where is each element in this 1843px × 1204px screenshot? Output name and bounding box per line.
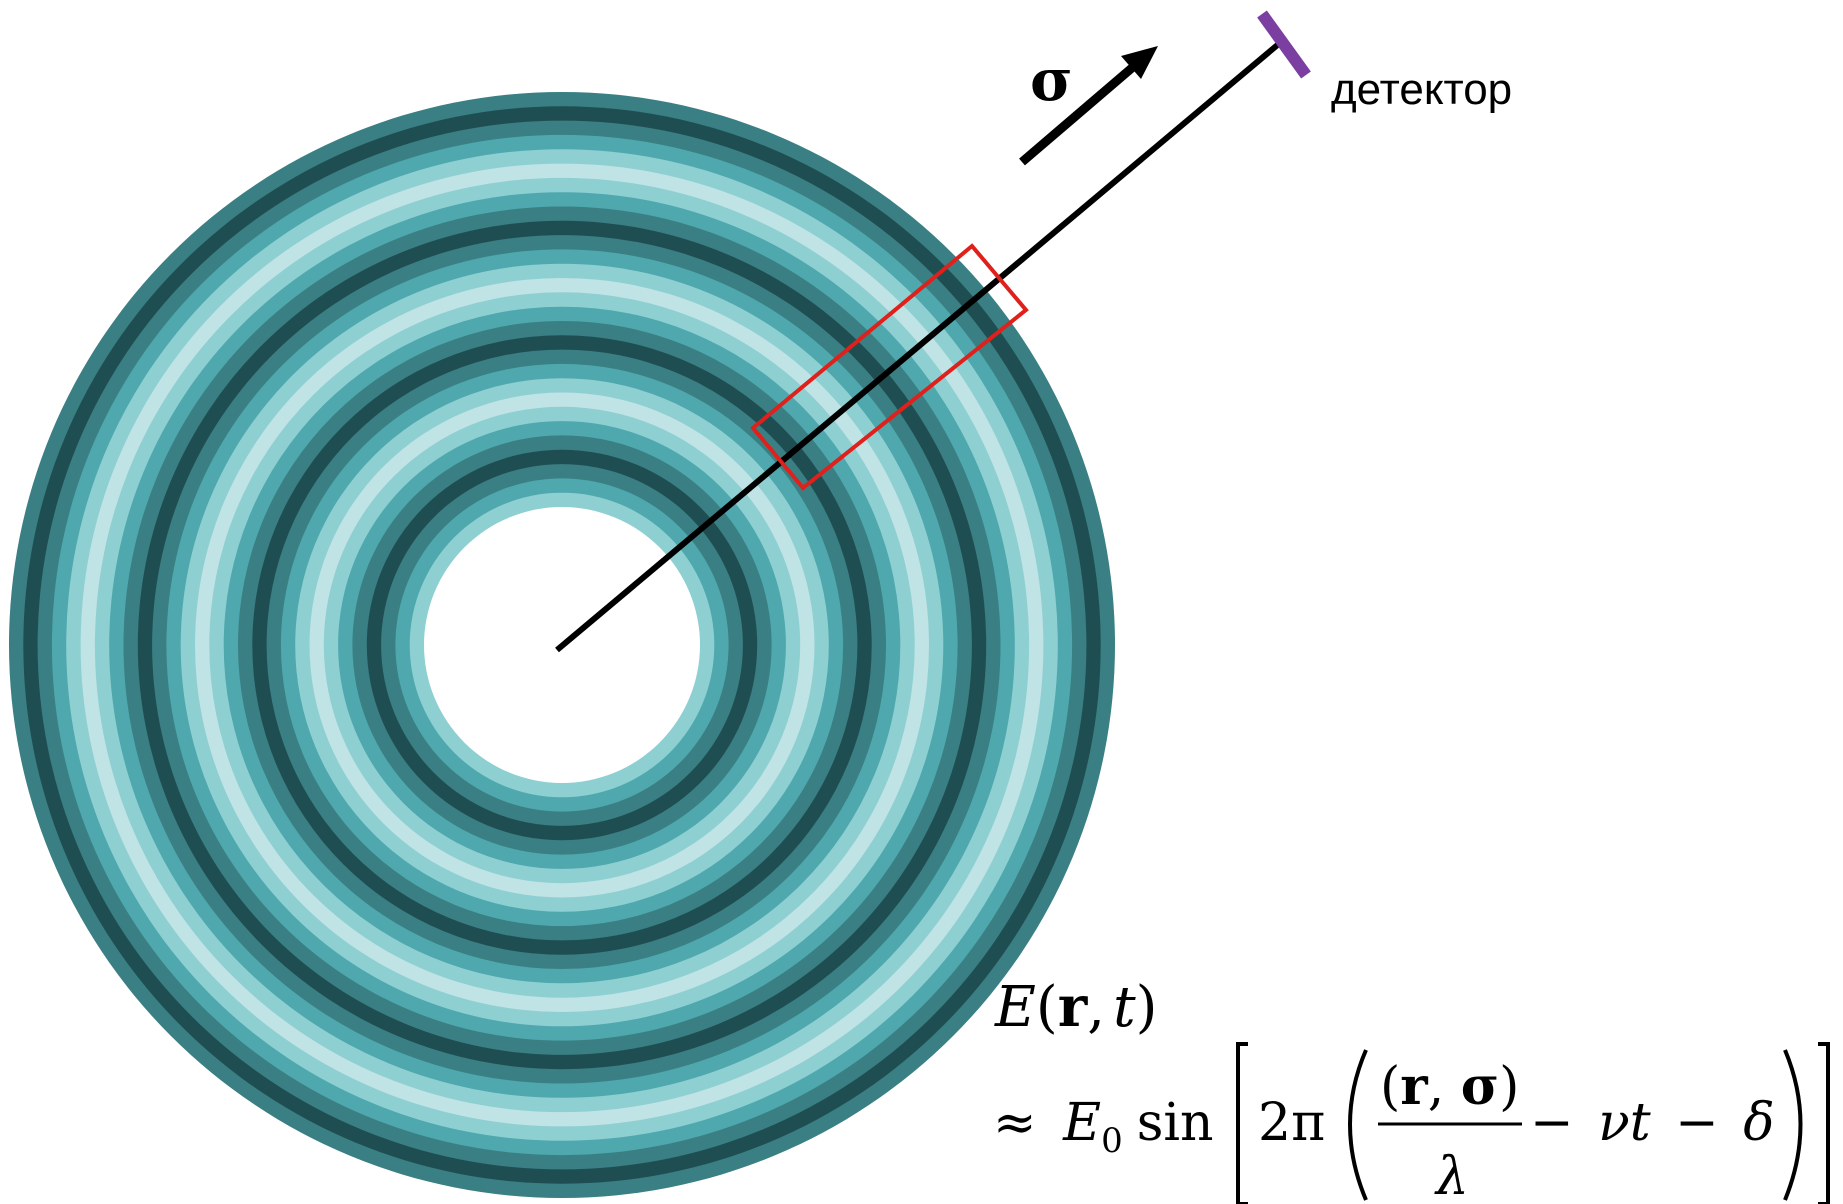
formula-right-bracket [1818, 1044, 1828, 1204]
formula-comma: , [1087, 975, 1105, 1040]
svg-text:2π: 2π [1258, 1093, 1325, 1153]
formula-right-paren [1785, 1050, 1801, 1200]
sigma-label: σ [1030, 46, 1073, 114]
formula-num-open: ( [1380, 1057, 1400, 1117]
formula-sin: sin [1137, 1093, 1214, 1153]
formula-left-paren [1350, 1050, 1366, 1200]
formula-minus-1: − [1530, 1093, 1574, 1153]
formula-sub-0: 0 [1101, 1121, 1123, 1161]
formula-num-sigma: σ [1461, 1056, 1499, 1117]
formula-line-1: E(r,t) [994, 974, 1157, 1040]
formula-num-close: ) [1499, 1057, 1519, 1117]
svg-text:− νt − δ: − νt − δ [1530, 1093, 1775, 1153]
formula-e: E [994, 975, 1036, 1040]
formula-num-comma: , [1428, 1057, 1461, 1117]
detector-bar [1262, 14, 1306, 75]
formula-approx: ≈ [993, 1093, 1037, 1153]
formula-t2: t [1630, 1093, 1651, 1153]
formula-e0: E [1062, 1093, 1101, 1153]
formula-close-paren: ) [1136, 975, 1158, 1040]
formula-delta: δ [1743, 1093, 1774, 1153]
formula-line-2: ≈ E0 sin 2π (r, σ) λ − νt − δ [993, 1044, 1828, 1204]
formula-r: r [1058, 974, 1089, 1040]
detector-label: детектор [1331, 65, 1512, 114]
formula-lambda: λ [1434, 1147, 1469, 1204]
formula-minus-2: − [1675, 1093, 1719, 1153]
formula-nu: ν [1598, 1093, 1630, 1153]
formula-left-bracket [1238, 1044, 1248, 1204]
formula-two-pi: 2π [1258, 1093, 1325, 1153]
svg-text:(r, σ): (r, σ) [1380, 1056, 1519, 1117]
formula-open-paren: ( [1036, 975, 1058, 1040]
formula-num-r: r [1400, 1056, 1428, 1117]
formula-t: t [1113, 975, 1136, 1040]
